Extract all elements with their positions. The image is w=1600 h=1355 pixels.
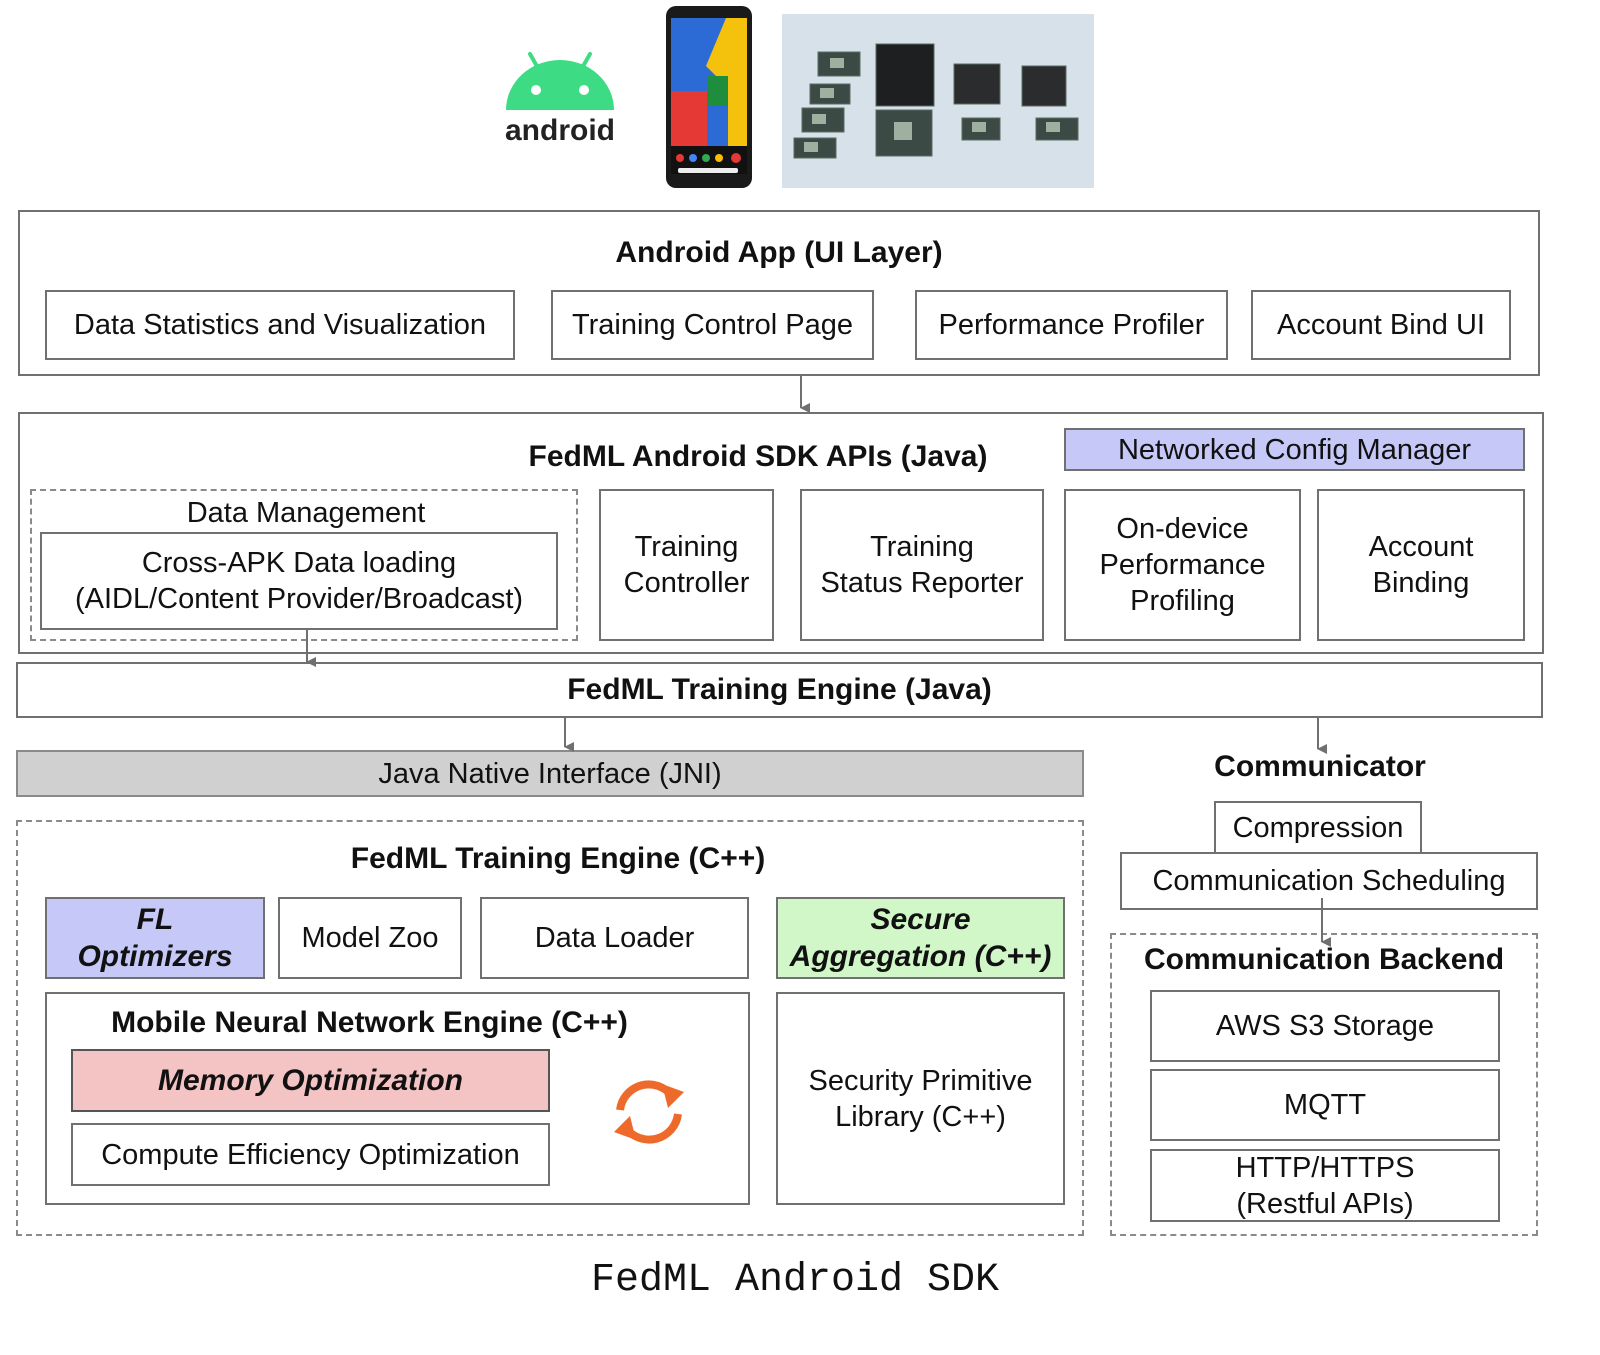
status-reporter-line1: Training xyxy=(870,531,974,563)
training-engine-cpp-title: FedML Training Engine (C++) xyxy=(350,842,766,875)
figure-caption: FedML Android SDK xyxy=(590,1258,1000,1303)
profiling-line1: On-device xyxy=(1116,513,1249,545)
cross-apk-data-loading-box: Cross-APK Data loading (AIDL/Content Pro… xyxy=(40,532,558,630)
data-statistics-box: Data Statistics and Visualization xyxy=(45,290,515,360)
communication-scheduling-box: Communication Scheduling xyxy=(1120,852,1538,910)
profiling-line3: Profiling xyxy=(1130,585,1235,617)
cross-apk-line1: Cross-APK Data loading xyxy=(141,547,457,579)
fl-optimizers-line2: Optimizers xyxy=(77,940,233,973)
http-line1: HTTP/HTTPS xyxy=(1235,1151,1415,1184)
devices-photo xyxy=(782,14,1094,188)
account-bind-ui-box: Account Bind UI xyxy=(1251,290,1511,360)
training-engine-cpp-group: FedML Training Engine (C++) xyxy=(16,820,1084,1236)
compression-box: Compression xyxy=(1214,801,1422,861)
status-reporter-line2: Status Reporter xyxy=(820,567,1024,599)
android-robot-icon xyxy=(506,52,614,110)
model-zoo-box: Model Zoo xyxy=(278,897,462,979)
http-line2: (Restful APIs) xyxy=(1236,1187,1414,1220)
sdk-apis-title: FedML Android SDK APIs (Java) xyxy=(528,440,988,473)
secure-aggregation-line2: Aggregation (C++) xyxy=(789,940,1052,973)
sync-icon xyxy=(606,1076,692,1148)
training-controller-box: Training Controller xyxy=(599,489,774,641)
compute-efficiency-box: Compute Efficiency Optimization xyxy=(71,1123,550,1186)
secure-aggregation-box: Secure Aggregation (C++) xyxy=(776,897,1065,979)
training-status-reporter-box: Training Status Reporter xyxy=(800,489,1044,641)
secure-aggregation-line1: Secure xyxy=(870,903,971,936)
training-controller-line2: Controller xyxy=(623,567,750,599)
security-library-line1: Security Primitive xyxy=(808,1064,1033,1097)
communicator-title: Communicator xyxy=(1214,750,1426,783)
security-library-line2: Library (C++) xyxy=(835,1100,1006,1133)
mqtt-box: MQTT xyxy=(1150,1069,1500,1141)
communication-backend-group: Communication Backend xyxy=(1110,933,1538,1236)
jni-bar: Java Native Interface (JNI) xyxy=(16,750,1084,797)
aws-s3-storage-box: AWS S3 Storage xyxy=(1150,990,1500,1062)
security-primitive-library-box: Security Primitive Library (C++) xyxy=(776,992,1065,1205)
profiling-line2: Performance xyxy=(1099,549,1266,581)
fl-optimizers-box: FL Optimizers xyxy=(45,897,265,979)
on-device-profiling-box: On-device Performance Profiling xyxy=(1064,489,1301,641)
account-binding-line2: Binding xyxy=(1372,567,1470,599)
android-logo-text: android xyxy=(505,114,615,147)
phone-image xyxy=(666,6,752,188)
fl-optimizers-line1: FL xyxy=(136,903,174,936)
networked-config-manager-box: Networked Config Manager xyxy=(1064,428,1525,471)
account-binding-line1: Account xyxy=(1368,531,1474,563)
training-engine-java-bar: FedML Training Engine (Java) xyxy=(16,662,1543,718)
cross-apk-line2: (AIDL/Content Provider/Broadcast) xyxy=(74,583,524,615)
memory-optimization-box: Memory Optimization xyxy=(71,1049,550,1112)
http-https-box: HTTP/HTTPS (Restful APIs) xyxy=(1150,1149,1500,1222)
ui-layer-title: Android App (UI Layer) xyxy=(615,236,943,269)
training-control-page-box: Training Control Page xyxy=(551,290,874,360)
android-logo: android xyxy=(500,48,620,152)
training-controller-line1: Training xyxy=(634,531,739,563)
data-loader-box: Data Loader xyxy=(480,897,749,979)
account-binding-box: Account Binding xyxy=(1317,489,1525,641)
mnn-engine-title: Mobile Neural Network Engine (C++) xyxy=(111,1006,628,1039)
performance-profiler-box: Performance Profiler xyxy=(915,290,1228,360)
communication-backend-title: Communication Backend xyxy=(1143,943,1505,976)
data-management-title: Data Management xyxy=(186,497,426,529)
